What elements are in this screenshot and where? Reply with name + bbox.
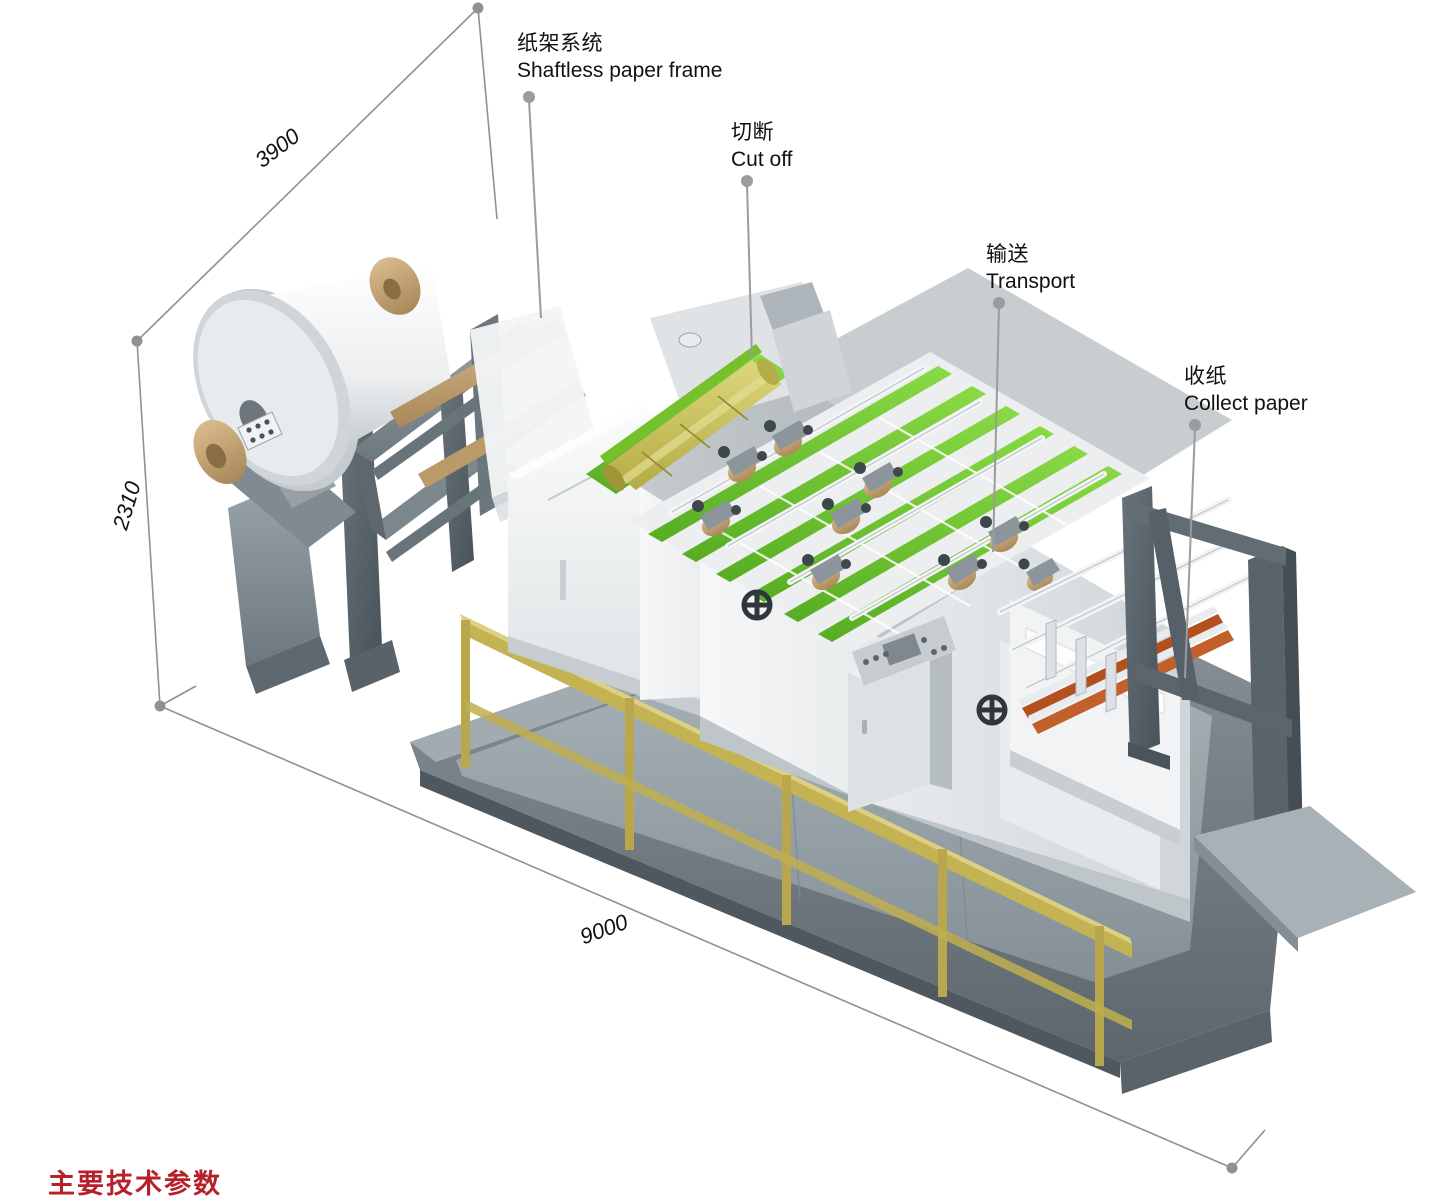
callout-shaftless-paper-frame: 纸架系统 Shaftless paper frame bbox=[517, 31, 722, 85]
callout-cn-label: 收纸 bbox=[1184, 365, 1227, 388]
callout-cut-off: 切断 Cut off bbox=[731, 120, 792, 174]
control-cabinet bbox=[848, 616, 956, 812]
transport-conveyor bbox=[630, 352, 1150, 772]
shaftless-paper-stand bbox=[193, 257, 612, 694]
callout-transport: 输送 Transport bbox=[986, 242, 1075, 296]
handwheel bbox=[741, 589, 773, 621]
callout-collect-paper: 收纸 Collect paper bbox=[1184, 364, 1308, 418]
callout-en-label: Collect paper bbox=[1184, 391, 1308, 415]
handwheel bbox=[976, 694, 1008, 726]
safety-railing bbox=[460, 614, 1132, 1066]
bottom-caption: 主要技术参数 bbox=[48, 1169, 222, 1199]
cut-off-station bbox=[586, 282, 852, 494]
dimension-lines bbox=[136, 7, 1266, 1169]
dimension-vertices bbox=[131, 2, 1238, 1174]
callout-cn-label: 切断 bbox=[731, 121, 774, 144]
callout-leader-lines bbox=[528, 99, 1196, 679]
callout-en-label: Transport bbox=[986, 269, 1076, 293]
callout-en-label: Cut off bbox=[731, 147, 793, 171]
callout-cn-label: 输送 bbox=[986, 243, 1029, 266]
callout-cn-label: 纸架系统 bbox=[517, 32, 603, 55]
callout-anchor-dots bbox=[523, 91, 1201, 431]
delivery-gantry-frame bbox=[1122, 486, 1416, 952]
callout-en-label: Shaftless paper frame bbox=[517, 58, 723, 82]
